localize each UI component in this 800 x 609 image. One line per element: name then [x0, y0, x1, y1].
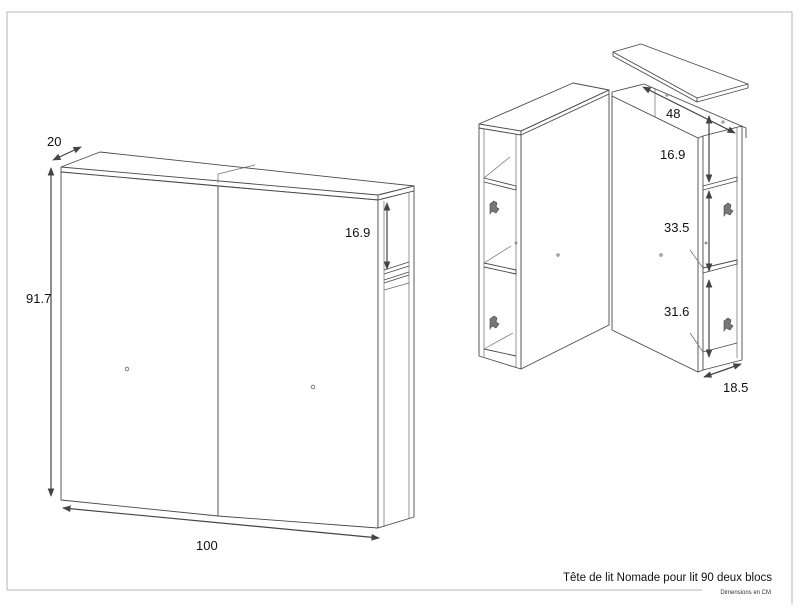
lid-panel — [612, 43, 749, 103]
dim-top-compartment-label: 16.9 — [660, 147, 685, 162]
hinge-icon — [489, 315, 500, 330]
hinge-icon — [489, 200, 500, 215]
knob-icon — [310, 384, 316, 390]
hinge-icon — [723, 202, 734, 217]
dim-bottom-compartment-label: 31.6 — [664, 304, 689, 319]
front-view-headboard — [60, 151, 415, 529]
right-block — [611, 83, 747, 373]
caption-title: Tête de lit Nomade pour lit 90 deux bloc… — [562, 572, 772, 584]
left-block — [478, 82, 610, 370]
dim-depth-label-exploded: 18.5 — [723, 380, 748, 395]
caption-subtitle: Dimensions en CM — [720, 590, 771, 596]
dim-width-label: 100 — [196, 538, 218, 553]
drawing-frame — [6, 11, 793, 604]
front-view-dimensions: 20 91.7 100 16.9 — [26, 134, 391, 553]
dim-length-label: 48 — [666, 106, 680, 121]
dim-height-label: 91.7 — [26, 291, 51, 306]
dim-depth-label: 20 — [47, 134, 61, 149]
dim-middle-compartment-label: 33.5 — [664, 220, 689, 235]
hinge-icon — [723, 317, 734, 332]
dim-niche-label: 16.9 — [345, 225, 370, 240]
exploded-view-dimensions: 48 16.9 33.5 31.6 18.5 — [642, 86, 748, 395]
knob-icon — [124, 366, 130, 372]
